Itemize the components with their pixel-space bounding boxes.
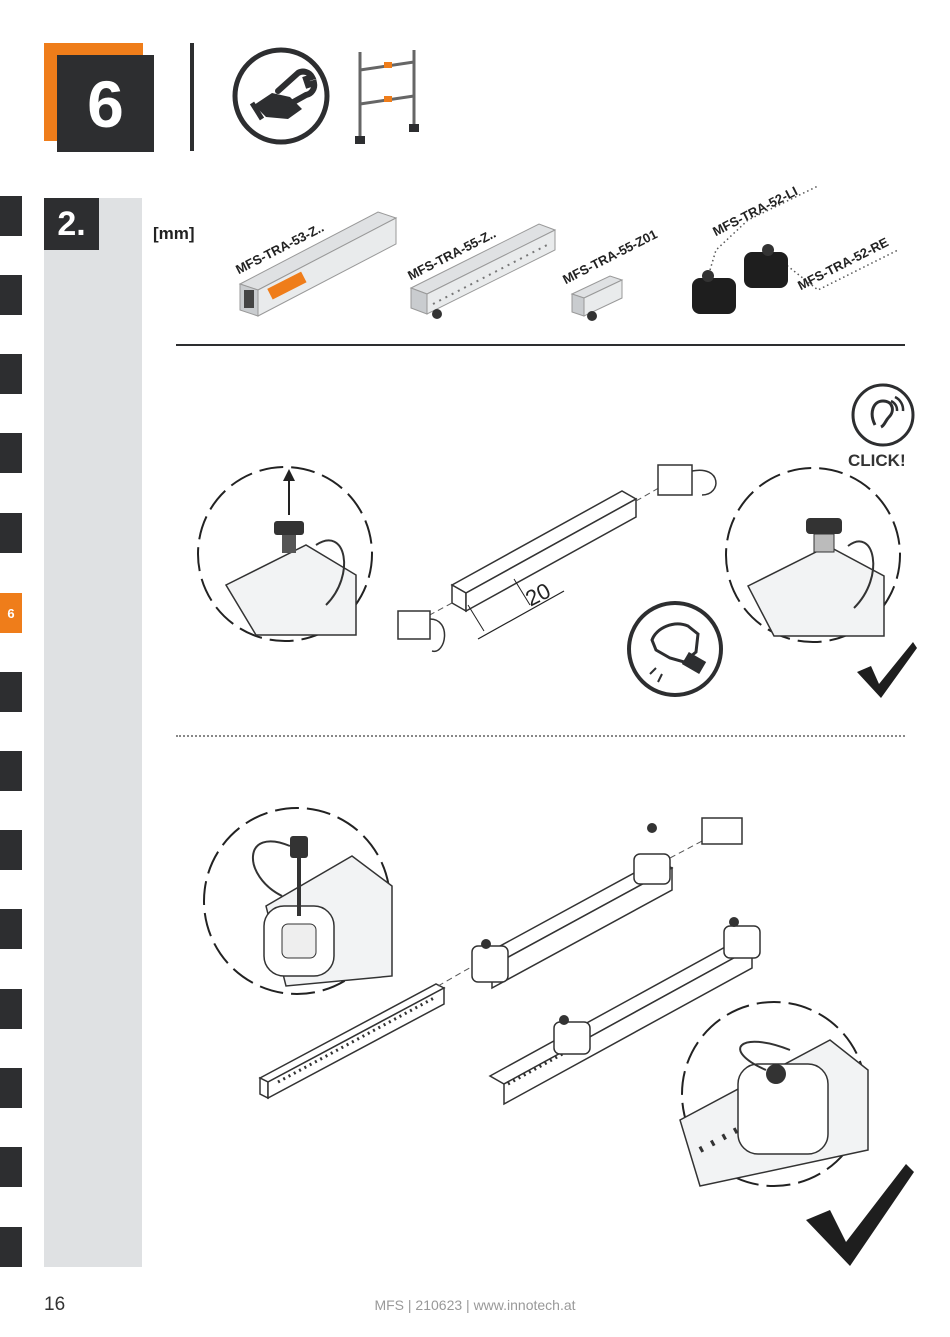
telescopic-rail-illustration [258,817,761,1106]
ear-sound-icon [851,383,915,447]
part-rail-53 [238,211,398,317]
detail-circle-knob-locked [725,467,901,643]
rail-assembly-illustration [397,464,717,652]
header-divider [190,43,194,151]
substep-number: 2. [44,198,99,250]
hand-push-icon [627,601,723,697]
section-tab[interactable] [0,275,22,315]
unit-label: [mm] [153,224,195,243]
page-number: 16 [44,1294,66,1315]
step-number-badge: 6 [57,55,154,152]
section-tab[interactable] [0,672,22,712]
part-connector-55 [570,275,624,321]
click-label: CLICK! [848,451,906,470]
section-tab-active[interactable]: 6 [0,593,22,633]
part-end-caps [692,185,899,314]
section-tab[interactable] [0,354,22,394]
footer-doc-info: MFS | 210623 | www.innotech.at [374,1297,576,1313]
step-column [44,198,142,1267]
section-tab[interactable] [0,989,22,1029]
frame-assembly-icon [355,50,419,144]
hand-wrench-icon [232,47,330,145]
checkmark-icon [806,1164,914,1266]
section-tab[interactable] [0,751,22,791]
detail-circle-pull-knob [197,466,373,642]
detail-circle-pin-locked [679,1001,869,1187]
part-rail-55 [409,223,557,319]
section-tab[interactable] [0,1227,22,1267]
detail-circle-pin-insert [203,807,393,995]
section-rule [176,344,905,346]
section-tab[interactable] [0,196,22,236]
section-tab[interactable] [0,513,22,553]
section-tab[interactable] [0,1068,22,1108]
section-tab[interactable] [0,433,22,473]
checkmark-icon [857,642,917,698]
section-tab[interactable] [0,1147,22,1187]
section-tab[interactable] [0,830,22,870]
section-separator [176,735,905,737]
section-tab[interactable] [0,909,22,949]
